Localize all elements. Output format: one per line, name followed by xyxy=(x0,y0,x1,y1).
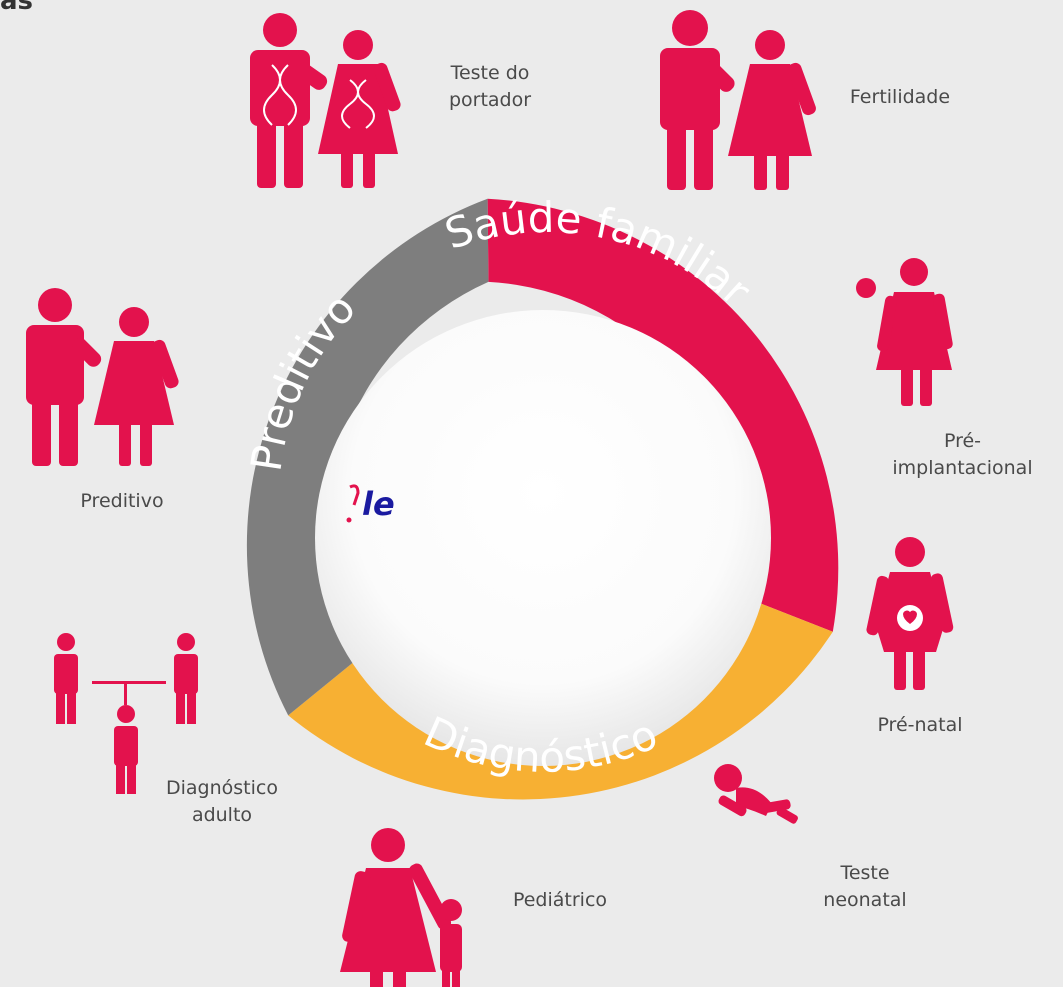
label-newborn-screening-line2: neonatal xyxy=(823,889,907,911)
label-carrier-test: Teste do portador xyxy=(430,60,550,114)
label-preimplantation-line1: Pré- xyxy=(943,430,982,452)
corner-text-fragment: as xyxy=(0,0,34,16)
ring-center xyxy=(315,310,771,766)
fertility-icon xyxy=(660,10,816,190)
label-carrier-test-line1: Teste do xyxy=(450,62,530,84)
carrier-test-icon xyxy=(250,13,401,188)
label-newborn-screening-line1: Teste xyxy=(840,862,890,884)
label-predictive-line1: Preditivo xyxy=(80,490,164,512)
predictive-icon xyxy=(26,288,179,466)
label-fertility-line1: Fertilidade xyxy=(849,86,951,108)
adult-diagnostic-icon xyxy=(54,633,198,794)
logo-mark-icon xyxy=(349,484,360,506)
prenatal-icon xyxy=(866,537,954,690)
preimplantation-icon xyxy=(856,258,953,406)
label-newborn-screening: Teste neonatal xyxy=(815,860,915,914)
label-carrier-test-line2: portador xyxy=(448,89,532,111)
logo-text: le xyxy=(362,485,395,523)
logo-dot-icon xyxy=(346,517,352,523)
label-prenatal-line1: Pré-natal xyxy=(877,714,963,736)
label-pediatric-line1: Pediátrico xyxy=(512,889,608,911)
label-adult-diagnostic-line2: adulto xyxy=(191,804,253,826)
label-fertility: Fertilidade xyxy=(835,84,965,111)
label-prenatal: Pré-natal xyxy=(860,712,980,739)
pediatric-icon xyxy=(340,828,462,987)
ring-segment-predictive xyxy=(246,198,489,716)
label-adult-diagnostic-line1: Diagnóstico xyxy=(166,777,278,799)
label-adult-diagnostic: Diagnóstico adulto xyxy=(152,775,292,829)
label-preimplantation: Pré- implantacional xyxy=(880,428,1045,482)
label-preimplantation-line2: implantacional xyxy=(892,457,1033,479)
label-predictive: Preditivo xyxy=(62,488,182,515)
newborn-screening-icon xyxy=(714,764,798,824)
label-pediatric: Pediátrico xyxy=(495,887,625,914)
